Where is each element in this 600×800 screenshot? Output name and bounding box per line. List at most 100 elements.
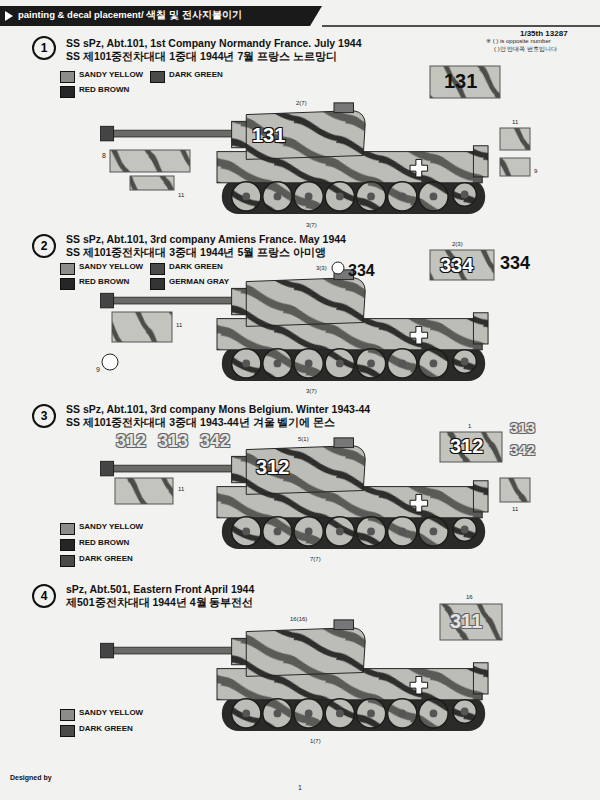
callout-number: 3(3) [316, 265, 327, 272]
callout-number: 2(3) [452, 241, 463, 248]
color-swatch [60, 71, 75, 83]
section-number-text: 4 [41, 590, 48, 602]
callout-number: ( )안 반대쪽 번호입니다 [494, 46, 557, 53]
color-swatch [60, 86, 75, 98]
scheme-heading: SS sPz, Abt.101, 1st Company Normandy Fr… [66, 38, 361, 50]
callout-number: Designed by [10, 774, 52, 782]
decal-number: 312 [256, 456, 289, 478]
decal-number: 313 [510, 420, 535, 437]
tank-profile [100, 270, 488, 381]
color-swatch [150, 71, 165, 83]
decal-number: 312 [116, 432, 146, 452]
decal-number: 131 [252, 124, 285, 146]
callout-number: 11 [512, 506, 518, 513]
header-title: painting & decal placement/ 색칠 및 전사지붙이기 [18, 10, 242, 20]
legend-text: DARK GREEN [169, 263, 223, 272]
decal-number: 312 [450, 435, 483, 457]
tank-profile [100, 438, 488, 549]
color-swatch [60, 263, 75, 275]
decal-preview [440, 604, 502, 640]
section-number-text: 3 [41, 410, 48, 422]
decal-number: 334 [440, 254, 473, 276]
decal-number: 311 [450, 610, 482, 632]
legend-text: SANDY YELLOW [79, 523, 143, 532]
decal-preview [430, 250, 494, 280]
decal-preview [440, 432, 502, 462]
color-swatch [60, 278, 75, 290]
legend-text: SANDY YELLOW [79, 263, 143, 272]
legend-text: DARK GREEN [169, 71, 223, 80]
legend-text: SANDY YELLOW [79, 71, 143, 80]
color-swatch [150, 278, 165, 290]
section-number: 3 [32, 404, 56, 428]
scheme-heading: SS 제101중전차대대 3중대 1944년 5월 프랑스 아미앵 [66, 247, 326, 259]
scheme-heading: sPz, Abt.501, Eastern Front April 1944 [66, 584, 254, 596]
scheme-heading: SS sPz, Abt.101, 3rd company Mons Belgiu… [66, 404, 370, 416]
scheme-heading: 제501중전차대대 1944년 4월 동부전선 [66, 597, 253, 609]
legend-text: DARK GREEN [79, 555, 133, 564]
callout-number: 1/35th 13287 [520, 30, 568, 39]
header-band [0, 6, 322, 26]
tactical-sign [332, 262, 344, 274]
detail-box [500, 128, 530, 150]
callout-number: 8 [102, 152, 106, 160]
header-rule [322, 25, 600, 27]
callout-number: 2(7) [296, 100, 307, 107]
legend-text: GERMAN GRAY [169, 278, 229, 287]
detail-box [500, 478, 530, 502]
detail-box [500, 158, 530, 176]
callout-number: 3(7) [306, 388, 317, 395]
color-swatch [60, 709, 75, 721]
color-swatch [60, 539, 75, 551]
decal-number: 334 [348, 262, 375, 280]
section-number-text: 2 [41, 240, 48, 252]
header-arrow [5, 11, 13, 21]
scheme-heading: SS 제101중전차대대 1중대 1944년 7월 프랑스 노르망디 [66, 51, 337, 63]
callout-number: 11 [178, 192, 184, 199]
detail-box [115, 478, 173, 504]
callout-number: 9 [534, 168, 537, 175]
tank-profile [100, 103, 488, 214]
callout-number: 16(16) [290, 616, 307, 623]
color-swatch [60, 725, 75, 737]
scheme-heading: SS 제101중전차대대 3중대 1943-44년 겨울 벨기에 몬스 [66, 417, 335, 429]
detail-box [110, 150, 190, 172]
section-number: 1 [32, 36, 56, 60]
decal-number: 334 [500, 254, 530, 274]
color-swatch [60, 523, 75, 535]
decal-number: 313 [158, 432, 188, 452]
callout-number: 7(7) [310, 556, 321, 563]
callout-number: 3(7) [306, 222, 317, 229]
legend-text: DARK GREEN [79, 725, 133, 734]
decal-number: 342 [510, 442, 535, 459]
scheme-heading: SS sPz, Abt.101, 3rd company Amiens Fran… [66, 234, 346, 246]
callout-number: 9 [96, 366, 100, 374]
decal-number: 342 [200, 432, 230, 452]
callout-number: 1(7) [310, 738, 321, 745]
decal-number: 131 [444, 70, 477, 92]
color-swatch [150, 263, 165, 275]
tank-profile [100, 620, 488, 731]
callout-number: 5(1) [298, 436, 309, 443]
callout-number: 16 [466, 594, 473, 601]
color-swatch [60, 555, 75, 567]
callout-number: 11 [178, 486, 184, 493]
section-number: 4 [32, 584, 56, 608]
decal-preview [430, 66, 500, 98]
callout-number: 11 [512, 119, 518, 126]
legend-text: RED BROWN [79, 539, 129, 548]
section-number: 2 [32, 234, 56, 258]
callout-number: ※ ( ) is opposite number [486, 38, 551, 45]
legend-text: RED BROWN [79, 278, 129, 287]
detail-box [112, 312, 172, 342]
legend-text: RED BROWN [79, 86, 129, 95]
section-number-text: 1 [41, 42, 48, 54]
callout-number: 1 [468, 423, 471, 430]
unit-emblem [102, 354, 118, 370]
callout-number: 11 [176, 322, 182, 329]
legend-text: SANDY YELLOW [79, 709, 143, 718]
detail-box [130, 176, 174, 190]
callout-number: 1 [298, 784, 302, 792]
